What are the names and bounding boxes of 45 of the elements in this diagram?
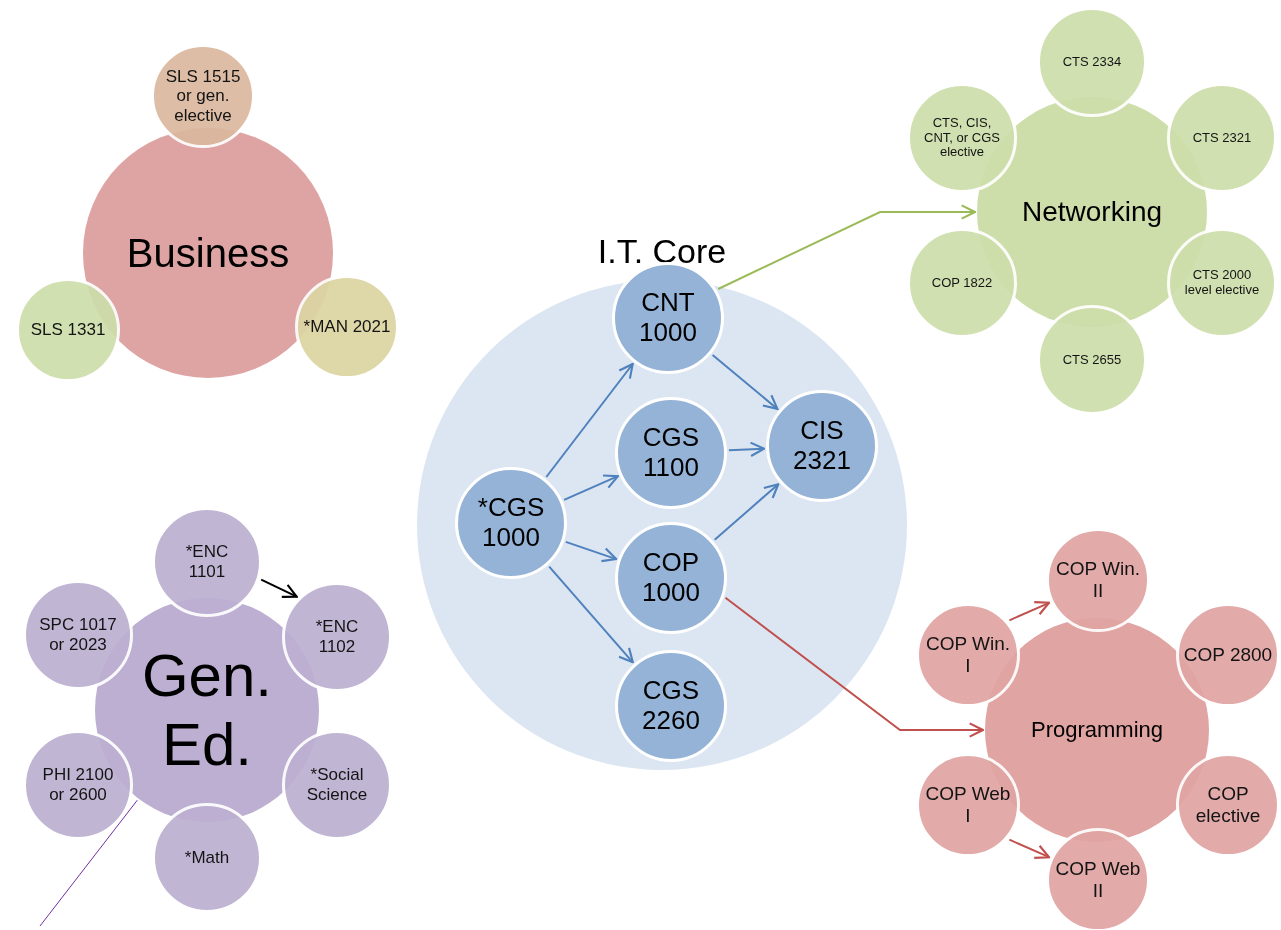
group-label: Programming bbox=[1029, 717, 1164, 743]
course-label: CTS 2000 level elective bbox=[1183, 268, 1261, 298]
course-label: COP Web I bbox=[924, 783, 1012, 827]
course-label: CTS 2655 bbox=[1061, 352, 1123, 368]
course-label: SPC 1017 or 2023 bbox=[38, 615, 118, 655]
group-label: Networking bbox=[1020, 195, 1164, 229]
course-label: COP elective bbox=[1194, 783, 1262, 827]
course-label: CIS 2321 bbox=[792, 416, 852, 476]
course-label: *Math bbox=[183, 848, 231, 868]
connector-line bbox=[39, 799, 138, 927]
arrow bbox=[724, 596, 985, 738]
course-label: *MAN 2021 bbox=[302, 317, 392, 337]
group-label: Gen. Ed. bbox=[140, 641, 274, 779]
course-label: COP 2800 bbox=[1183, 644, 1273, 666]
arrow bbox=[545, 362, 634, 478]
arrow bbox=[1008, 601, 1051, 622]
course-label: *ENC 1102 bbox=[314, 617, 360, 657]
course-label: CGS 1100 bbox=[641, 423, 701, 483]
course-label: COP Web II bbox=[1054, 858, 1142, 902]
group-label: Business bbox=[125, 230, 291, 276]
arrow bbox=[563, 474, 619, 501]
course-label: COP Win. II bbox=[1054, 558, 1142, 602]
course-label: COP 1000 bbox=[641, 548, 701, 608]
arrow bbox=[717, 204, 977, 290]
arrow bbox=[727, 441, 766, 458]
course-label: SLS 1515 or gen. elective bbox=[164, 66, 242, 126]
course-label: CTS, CIS, CNT, or CGS elective bbox=[923, 115, 1001, 161]
course-label: CTS 2321 bbox=[1191, 130, 1253, 146]
course-label: CNT 1000 bbox=[638, 288, 698, 348]
course-label: PHI 2100 or 2600 bbox=[41, 765, 115, 805]
arrow bbox=[564, 540, 618, 563]
course-label: *Social Science bbox=[305, 765, 369, 805]
course-label: SLS 1331 bbox=[29, 320, 107, 340]
course-label: CGS 2260 bbox=[641, 676, 701, 736]
arrow bbox=[260, 578, 298, 598]
arrow bbox=[711, 354, 779, 410]
course-label: CTS 2334 bbox=[1061, 54, 1123, 70]
course-label: COP Win. I bbox=[924, 633, 1012, 677]
course-label: *ENC 1101 bbox=[184, 542, 230, 582]
arrow bbox=[1008, 838, 1051, 859]
course-label: COP 1822 bbox=[930, 275, 994, 291]
group-title: I.T. Core bbox=[596, 232, 728, 272]
course-label: *CGS 1000 bbox=[476, 493, 546, 553]
arrow bbox=[548, 565, 634, 664]
arrow bbox=[713, 483, 780, 541]
